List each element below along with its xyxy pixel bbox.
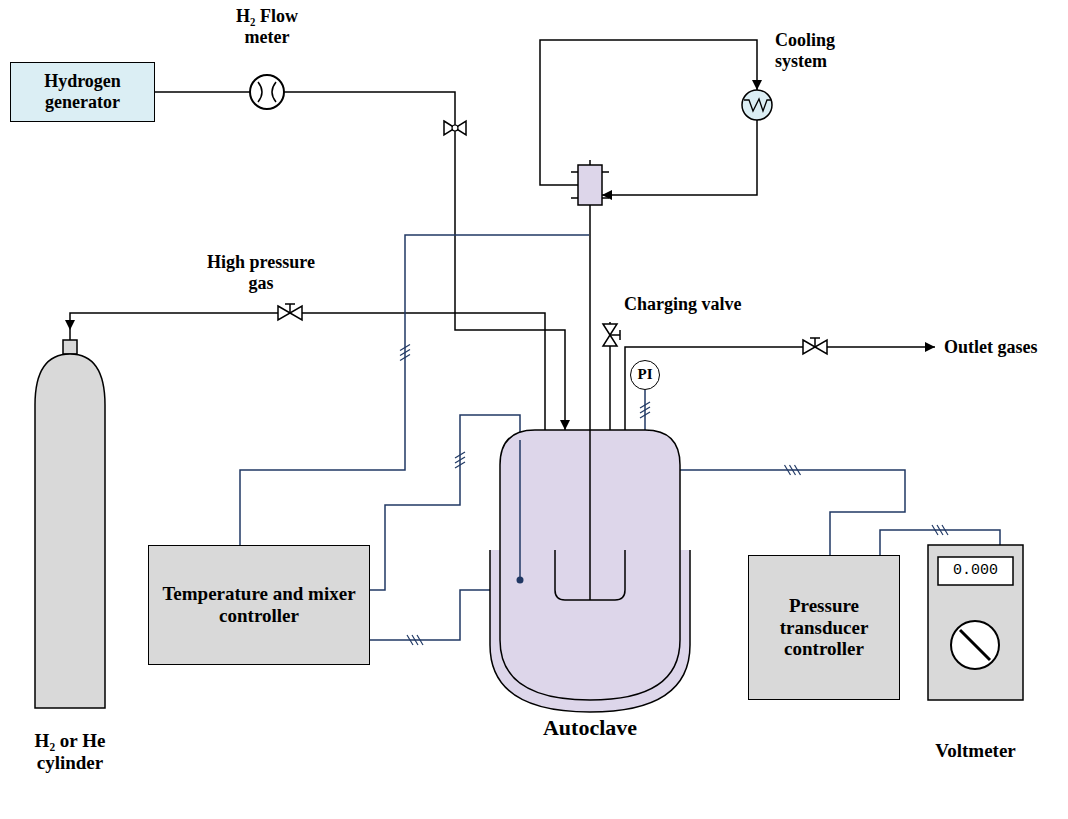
gas-pipe xyxy=(602,120,757,195)
shape-outline xyxy=(485,150,695,750)
wire-hatch xyxy=(400,350,410,356)
flow-meter-symbol xyxy=(258,82,276,102)
heat-exchanger-coil xyxy=(744,99,771,111)
cylinder-stem xyxy=(69,330,71,340)
box-label: Hydrogen generator xyxy=(19,71,146,112)
pressure-indicator: PI xyxy=(630,360,660,390)
gas-pipe xyxy=(540,40,757,185)
wire-hatch xyxy=(455,457,465,463)
wire-hatch xyxy=(455,452,465,458)
flow-meter-symbol xyxy=(250,75,284,109)
stirrer-shaft xyxy=(589,160,591,600)
wire-hatch xyxy=(640,402,650,408)
wire-hatch xyxy=(942,525,948,535)
signal-wire xyxy=(680,470,905,555)
valve-handle xyxy=(285,304,295,313)
cooling-system: Cooling system xyxy=(735,30,865,125)
outlet-pipe xyxy=(625,347,935,432)
thermocouple xyxy=(519,440,521,580)
wire-hatch xyxy=(785,465,791,475)
voltmeter-dial xyxy=(951,621,999,669)
wire-hatch xyxy=(417,635,423,645)
generator-box: Hydrogen generator xyxy=(10,62,155,122)
voltmeter: 0.000Voltmeter xyxy=(928,545,1023,700)
signal-wire xyxy=(370,590,490,640)
box-label: PI xyxy=(638,366,653,383)
voltmeter-pointer xyxy=(960,630,990,660)
valve-symbol xyxy=(444,121,466,135)
wire-hatch xyxy=(640,407,650,413)
shape-outline xyxy=(30,330,110,710)
wire-hatch xyxy=(932,525,938,535)
wire-hatch xyxy=(937,525,943,535)
valve-handle xyxy=(610,330,620,340)
cooling-block xyxy=(578,165,602,205)
wire-hatch xyxy=(412,635,418,645)
wire-hatch xyxy=(400,345,410,351)
box-label: Pressure transducer controller xyxy=(757,595,891,661)
gas-pipe xyxy=(70,313,545,430)
thermocouple-tip xyxy=(517,577,524,584)
gas-pipe xyxy=(155,92,565,430)
gas-cylinder: H₂ or He cylinder xyxy=(30,330,110,710)
controller-box: Temperature and mixer controller xyxy=(148,545,370,665)
node-label: Voltmeter xyxy=(916,740,1035,762)
node-label: Autoclave xyxy=(485,715,695,740)
wire-hatch xyxy=(795,465,801,475)
node-label: H₂ or He cylinder xyxy=(5,730,135,774)
display-value: 0.000 xyxy=(938,557,1013,585)
wire-hatch xyxy=(407,635,413,645)
heat-exchanger-symbol xyxy=(742,90,772,120)
valve-symbol xyxy=(452,125,458,131)
wire-hatch xyxy=(400,355,410,361)
voltmeter-body xyxy=(928,545,1023,700)
wire-hatch xyxy=(640,412,650,418)
valve-label: Charging valve xyxy=(624,294,764,315)
valve-handle xyxy=(810,338,820,347)
instrument-label: H₂ Flow meter xyxy=(222,6,312,47)
edge-label: High pressure gas xyxy=(195,252,327,293)
controller-box: Pressure transducer controller xyxy=(748,555,900,700)
autoclave-vessel: Autoclave xyxy=(485,150,695,750)
node-label: Cooling system xyxy=(775,30,865,71)
voltmeter-display xyxy=(938,557,1013,585)
cylinder-neck xyxy=(63,340,77,354)
wire-hatch xyxy=(455,462,465,468)
gas-cylinder xyxy=(35,354,105,708)
impeller xyxy=(555,550,625,600)
outlet-label: Outlet gases xyxy=(944,337,1062,358)
wire-hatch xyxy=(790,465,796,475)
box-label: Temperature and mixer controller xyxy=(157,583,361,627)
